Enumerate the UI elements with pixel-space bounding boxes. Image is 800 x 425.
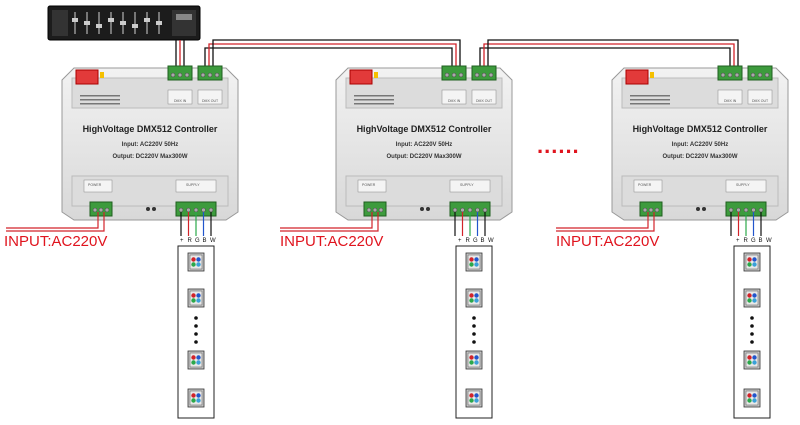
- strip-ellipsis-dot: [194, 340, 198, 344]
- dmx-in-label: DMX IN: [174, 99, 187, 103]
- led-chip: [187, 350, 205, 370]
- ellipsis: ......: [537, 133, 580, 158]
- dmx-out-label: DMX OUT: [202, 99, 219, 103]
- power-wire: [556, 212, 655, 232]
- led-chip: [465, 350, 483, 370]
- output-spec: Output: DC220V Max300W: [112, 154, 187, 160]
- strip-ellipsis-dot: [750, 316, 754, 320]
- power-label: POWER: [638, 183, 652, 187]
- led-chip: [743, 388, 761, 408]
- strip-channel-label: B: [203, 238, 207, 244]
- dmx-out-label: DMX OUT: [476, 99, 493, 103]
- strip-ellipsis-dot: [750, 324, 754, 328]
- output-spec: Output: DC220V Max300W: [386, 154, 461, 160]
- led-chip: [743, 350, 761, 370]
- power-wire: [280, 212, 379, 232]
- strip-channel-label: +: [458, 238, 462, 244]
- strip-ellipsis-dot: [472, 324, 476, 328]
- strip-channel-label: B: [759, 238, 763, 244]
- supply-label: SUPPLY: [186, 183, 200, 187]
- strip-channel-label: R: [744, 238, 749, 244]
- strip-channel-label: R: [188, 238, 193, 244]
- output-spec: Output: DC220V Max300W: [662, 154, 737, 160]
- strip-ellipsis-dot: [472, 332, 476, 336]
- strip-channel-label: W: [488, 238, 494, 244]
- output-wire: [730, 212, 762, 236]
- strip-channel-label: B: [481, 238, 485, 244]
- led-chip: [465, 288, 483, 308]
- input-spec: Input: AC220V 50Hz: [672, 142, 728, 148]
- power-wire: [6, 212, 105, 232]
- led-chip: [743, 288, 761, 308]
- led-chip: [465, 388, 483, 408]
- strip-channel-label: R: [466, 238, 471, 244]
- supply-label: SUPPLY: [736, 183, 750, 187]
- supply-label: SUPPLY: [460, 183, 474, 187]
- power-label: POWER: [88, 183, 102, 187]
- output-wire: [454, 212, 486, 236]
- dmx-in-label: DMX IN: [724, 99, 737, 103]
- controller-2: DMX IN DMX OUT HighVoltage DMX512 Controll…: [335, 65, 513, 221]
- strip-channel-label: G: [473, 238, 478, 244]
- strip-ellipsis-dot: [194, 324, 198, 328]
- strip-channel-label: G: [751, 238, 756, 244]
- output-wire: [180, 212, 212, 236]
- strip-ellipsis-dot: [472, 316, 476, 320]
- led-chip: [187, 252, 205, 272]
- power-label: POWER: [362, 183, 376, 187]
- power-input-label-3: INPUT:AC220V: [556, 233, 659, 250]
- input-spec: Input: AC220V 50Hz: [396, 142, 452, 148]
- dmx-wiring: [175, 39, 739, 72]
- strip-channel-label: +: [736, 238, 740, 244]
- strip-ellipsis-dot: [472, 340, 476, 344]
- dmx-in-label: DMX IN: [448, 99, 461, 103]
- strip-ellipsis-dot: [750, 332, 754, 336]
- controller-1: DMX IN DMX OUT HighVoltage DMX512 Controll…: [61, 65, 239, 221]
- strip-channel-label: W: [210, 238, 216, 244]
- strip-ellipsis-dot: [194, 332, 198, 336]
- strip-ellipsis-dot: [750, 340, 754, 344]
- strip-channel-label: G: [195, 238, 200, 244]
- dmx-console: [47, 5, 201, 41]
- controller-title: HighVoltage DMX512 Controller: [83, 124, 218, 134]
- led-chip: [743, 252, 761, 272]
- controller-title: HighVoltage DMX512 Controller: [633, 124, 768, 134]
- dmx-out-label: DMX OUT: [752, 99, 769, 103]
- input-spec: Input: AC220V 50Hz: [122, 142, 178, 148]
- controller-3: DMX IN DMX OUT HighVoltage DMX512 Controll…: [611, 65, 789, 221]
- led-chip: [187, 288, 205, 308]
- led-chip: [465, 252, 483, 272]
- power-input-label-2: INPUT:AC220V: [280, 233, 383, 250]
- led-chip: [187, 388, 205, 408]
- power-input-label-1: INPUT:AC220V: [4, 233, 107, 250]
- controller-title: HighVoltage DMX512 Controller: [357, 124, 492, 134]
- strip-channel-label: W: [766, 238, 772, 244]
- strip-ellipsis-dot: [194, 316, 198, 320]
- strip-channel-label: +: [180, 238, 184, 244]
